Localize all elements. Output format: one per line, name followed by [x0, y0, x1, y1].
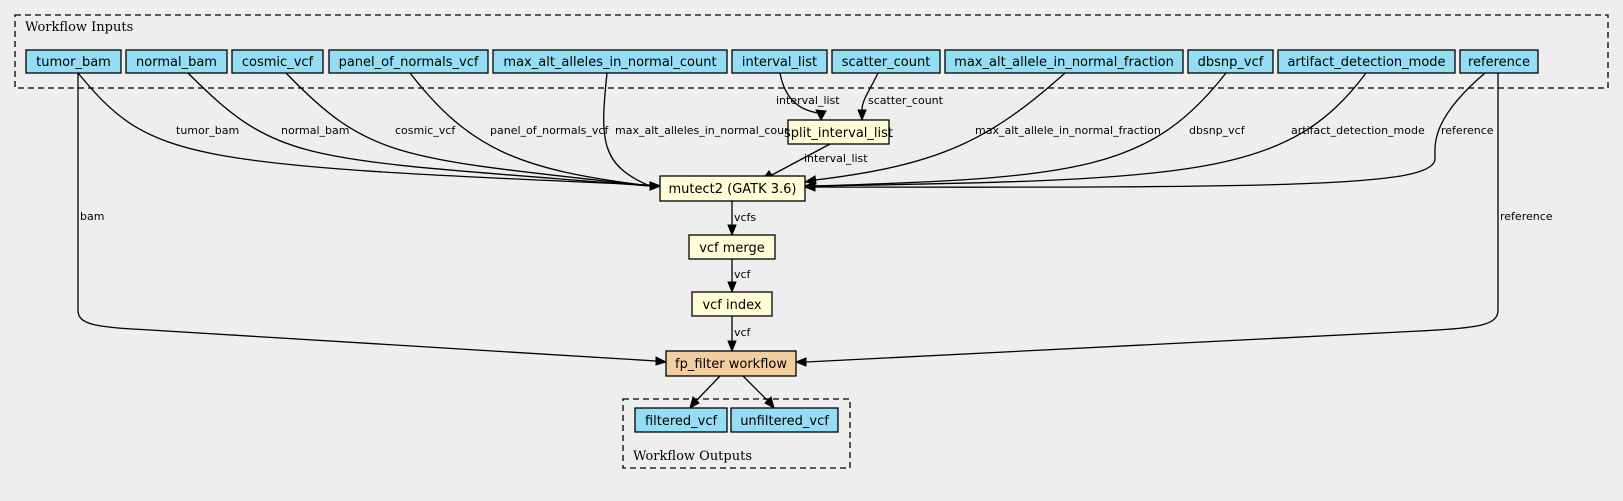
edge-label: normal_bam — [281, 124, 349, 137]
workflow-outputs-cluster: Workflow Outputs — [622, 398, 851, 469]
edge-reference-to-fp-filter: reference — [794, 73, 1553, 367]
edge-vcf-merge-to-vcf-index: vcf — [727, 259, 752, 294]
edges: tumor_bam normal_bam cosmic_vcf panel_of… — [77, 72, 1553, 410]
node-label: normal_bam — [136, 55, 217, 70]
step-nodes: split_interval_list mutect2 (GATK 3.6) v… — [659, 119, 893, 377]
edge-vcf-index-to-fp-filter: vcf — [727, 316, 752, 353]
edge-label: vcfs — [734, 211, 756, 224]
edge-label: tumor_bam — [176, 124, 239, 137]
node-label: artifact_detection_mode — [1287, 55, 1445, 70]
edge-label: interval_list — [804, 152, 868, 165]
input-node-dbsnp-vcf[interactable]: dbsnp_vcf — [1187, 49, 1274, 74]
input-nodes: tumor_bam normal_bam cosmic_vcf panel_of… — [25, 49, 1539, 74]
edge-label: reference — [1441, 124, 1494, 137]
input-node-tumor-bam[interactable]: tumor_bam — [25, 49, 122, 74]
output-node-filtered-vcf[interactable]: filtered_vcf — [634, 407, 728, 433]
input-node-max-alt-allele-in-normal-fraction[interactable]: max_alt_allele_in_normal_fraction — [944, 49, 1184, 74]
edge-label: max_alt_allele_in_normal_fraction — [975, 124, 1161, 137]
step-node-vcf-merge[interactable]: vcf merge — [688, 234, 776, 260]
node-label: mutect2 (GATK 3.6) — [668, 182, 796, 197]
edge-label: cosmic_vcf — [395, 124, 456, 137]
output-nodes: filtered_vcf unfiltered_vcf — [634, 407, 839, 433]
edge-label: interval_list — [776, 94, 840, 107]
node-label: vcf merge — [699, 241, 765, 256]
edge-reference-to-mutect2: reference — [803, 72, 1494, 192]
step-node-vcf-index[interactable]: vcf index — [691, 291, 773, 317]
input-node-interval-list[interactable]: interval_list — [731, 49, 828, 74]
input-node-cosmic-vcf[interactable]: cosmic_vcf — [231, 49, 324, 74]
edge-max-alt-count-to-mutect2: max_alt_alleles_in_normal_count — [603, 72, 796, 191]
edge-label: bam — [80, 210, 104, 223]
node-label: max_alt_allele_in_normal_fraction — [954, 55, 1174, 70]
node-label: cosmic_vcf — [242, 55, 314, 70]
edge-fp-filter-to-filtered-vcf — [689, 375, 721, 410]
edge-label: max_alt_alleles_in_normal_count — [615, 124, 796, 137]
edge-interval-list-to-split: interval_list — [776, 72, 840, 122]
edge-label: vcf — [734, 268, 752, 281]
output-node-unfiltered-vcf[interactable]: unfiltered_vcf — [730, 407, 839, 433]
workflow-inputs-title: Workflow Inputs — [25, 20, 133, 35]
input-node-artifact-detection-mode[interactable]: artifact_detection_mode — [1277, 49, 1456, 74]
input-node-normal-bam[interactable]: normal_bam — [125, 49, 228, 74]
node-label: panel_of_normals_vcf — [339, 55, 479, 70]
step-node-fp-filter-workflow[interactable]: fp_filter workflow — [665, 350, 797, 377]
workflow-inputs-cluster: Workflow Inputs — [14, 14, 1609, 89]
node-label: dbsnp_vcf — [1198, 55, 1264, 70]
edge-scatter-count-to-split: scatter_count — [857, 72, 944, 122]
node-label: unfiltered_vcf — [740, 414, 829, 429]
edge-label: vcf — [734, 326, 752, 339]
edge-max-alt-fraction-to-mutect2: max_alt_allele_in_normal_fraction — [803, 72, 1161, 185]
node-label: filtered_vcf — [645, 414, 718, 429]
node-label: fp_filter workflow — [675, 357, 787, 372]
edge-label: artifact_detection_mode — [1291, 124, 1425, 137]
edge-mutect2-to-vcf-merge: vcfs — [727, 201, 756, 237]
node-label: max_alt_alleles_in_normal_count — [503, 55, 716, 70]
step-node-split-interval-list[interactable]: split_interval_list — [784, 119, 893, 145]
edge-label: dbsnp_vcf — [1189, 124, 1246, 137]
node-label: tumor_bam — [36, 55, 111, 70]
input-node-panel-of-normals-vcf[interactable]: panel_of_normals_vcf — [328, 49, 489, 74]
edge-tumor-bam-to-fp-filter: bam — [77, 73, 668, 366]
edge-label: reference — [1500, 210, 1553, 223]
workflow-outputs-title: Workflow Outputs — [633, 449, 752, 464]
node-label: reference — [1468, 55, 1530, 70]
node-label: interval_list — [742, 55, 817, 70]
input-node-reference[interactable]: reference — [1459, 49, 1539, 74]
edge-fp-filter-to-unfiltered-vcf — [742, 375, 775, 410]
node-label: split_interval_list — [784, 126, 893, 141]
edge-label: panel_of_normals_vcf — [490, 124, 609, 137]
edge-label: scatter_count — [868, 94, 944, 107]
input-node-scatter-count[interactable]: scatter_count — [831, 49, 941, 74]
input-node-max-alt-alleles-in-normal-count[interactable]: max_alt_alleles_in_normal_count — [492, 49, 728, 74]
node-label: vcf index — [702, 298, 761, 313]
step-node-mutect2[interactable]: mutect2 (GATK 3.6) — [659, 175, 806, 202]
node-label: scatter_count — [842, 55, 931, 70]
